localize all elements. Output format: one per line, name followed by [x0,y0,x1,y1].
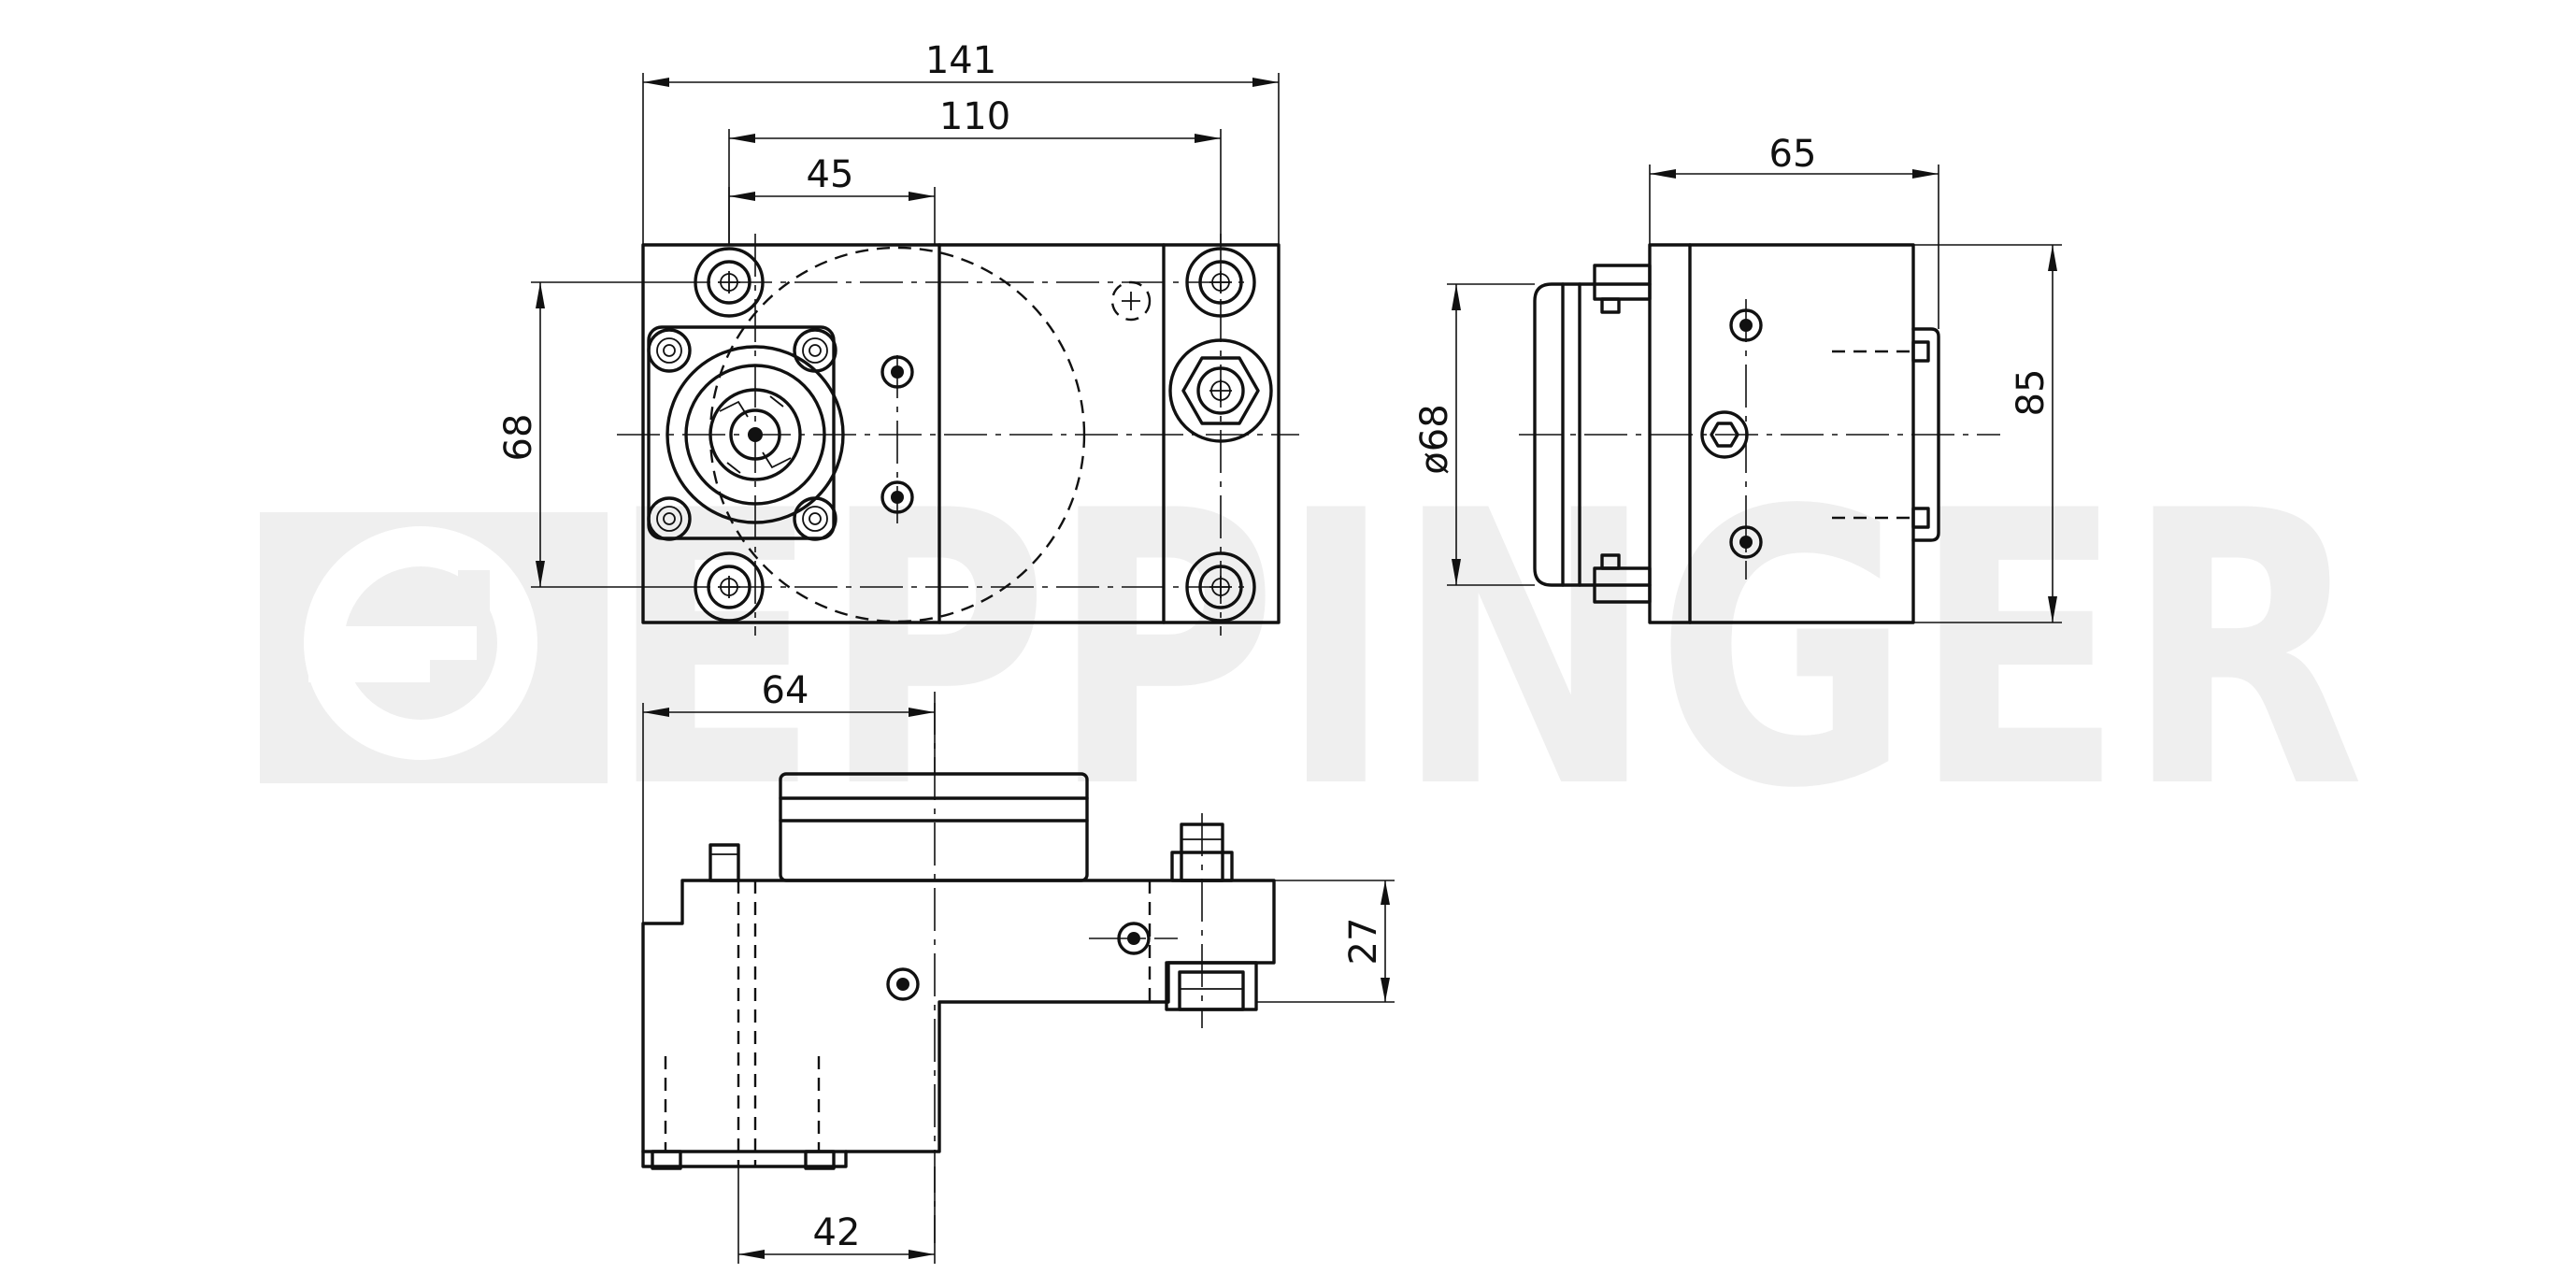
coupling-screw-tl [647,328,692,373]
dim-68: 68 [497,414,540,462]
watermark-brand-text: EPPINGER [608,432,2365,871]
dim-45: 45 [807,153,854,196]
side-dimensions: 65 ø68 85 [1413,133,2062,623]
dashed-pin-hole [1110,280,1152,322]
top-body-outline [641,879,1276,1168]
dim-27: 27 [1342,918,1385,966]
side-body-outline [1648,243,1915,624]
dim-dia-68: ø68 [1413,404,1456,474]
dim-64: 64 [762,669,809,712]
drive-coupling [647,325,845,540]
top-dimensions: 64 42 27 [642,669,1395,1264]
tool-spindle-nut [1168,338,1273,443]
dim-42: 42 [813,1211,861,1254]
dim-110: 110 [939,95,1010,138]
front-view [617,234,1299,636]
front-body-outline [641,243,1281,624]
side-center-socket [1700,410,1749,459]
top-view [641,692,1276,1243]
eppinger-logo-icon [304,526,537,760]
top-tap-hole-center [886,967,920,1001]
dim-141: 141 [925,39,996,82]
brand-watermark: EPPINGER [260,432,2365,871]
side-view [1519,243,2000,624]
dim-85: 85 [2010,369,2053,417]
front-dimensions: 141 110 45 68 [497,39,1280,588]
dim-65: 65 [1769,133,1817,176]
coupling-screw-tr [793,328,837,373]
